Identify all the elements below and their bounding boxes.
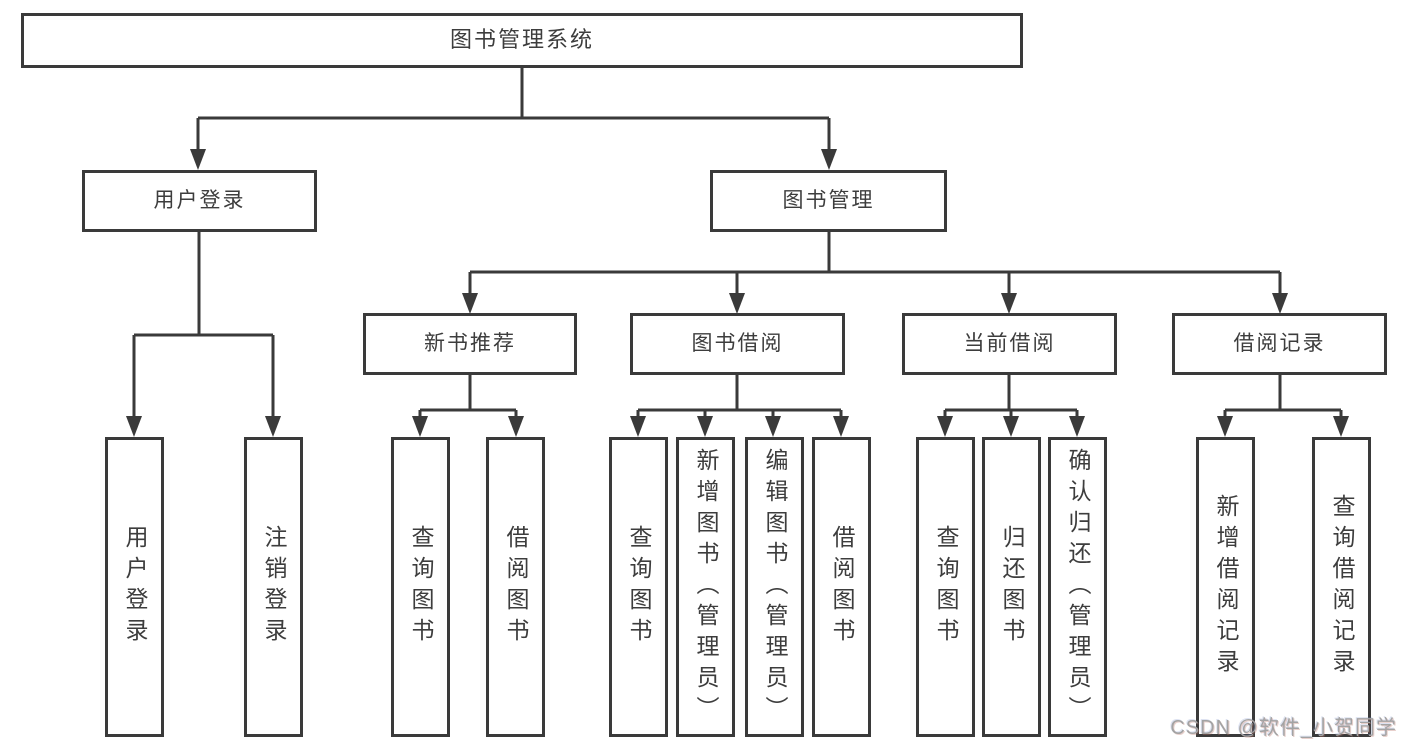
node-label: 用户登录	[153, 189, 246, 213]
node-borrow-records: 借阅记录	[1172, 313, 1387, 375]
leaf-label: 借阅图书	[503, 525, 529, 649]
leaf-label: 查询图书	[626, 525, 652, 649]
leaf-label: 归还图书	[999, 525, 1025, 649]
leaf-query-books-recommend: 查询图书	[391, 437, 450, 737]
leaf-logout: 注销登录	[244, 437, 303, 737]
node-label: 图书借阅	[691, 332, 784, 356]
leaf-label: 查询图书	[408, 525, 434, 649]
leaf-query-books-current: 查询图书	[916, 437, 975, 737]
node-book-management: 图书管理	[710, 170, 947, 232]
node-user-login: 用户登录	[82, 170, 317, 232]
leaf-label: 借阅图书	[829, 525, 855, 649]
leaf-label: 编辑图书（管理员）	[762, 447, 788, 727]
leaf-return-books: 归还图书	[982, 437, 1041, 737]
leaf-add-books-admin: 新增图书（管理员）	[676, 437, 735, 737]
node-book-borrow: 图书借阅	[630, 313, 845, 375]
leaf-confirm-return-admin: 确认归还（管理员）	[1048, 437, 1107, 737]
node-current-borrow: 当前借阅	[902, 313, 1117, 375]
leaf-add-borrow-record: 新增借阅记录	[1196, 437, 1255, 737]
leaf-borrow-books: 借阅图书	[812, 437, 871, 737]
node-label: 图书管理	[782, 189, 875, 213]
leaf-edit-books-admin: 编辑图书（管理员）	[745, 437, 804, 737]
leaf-label: 确认归还（管理员）	[1065, 447, 1091, 727]
leaf-user-login: 用户登录	[105, 437, 164, 737]
node-new-book-recommend: 新书推荐	[363, 313, 577, 375]
leaf-label: 新增借阅记录	[1213, 494, 1239, 680]
csdn-watermark: CSDN @软件_小贺同学	[1170, 717, 1397, 739]
leaf-query-borrow-record: 查询借阅记录	[1312, 437, 1371, 737]
leaf-label: 注销登录	[261, 525, 287, 649]
leaf-borrow-books-recommend: 借阅图书	[486, 437, 545, 737]
node-label: 当前借阅	[963, 332, 1056, 356]
leaf-query-books-borrow: 查询图书	[609, 437, 668, 737]
leaf-label: 查询图书	[933, 525, 959, 649]
node-label: 新书推荐	[424, 332, 516, 356]
leaf-label: 查询借阅记录	[1329, 494, 1355, 680]
node-label: 图书管理系统	[449, 27, 594, 53]
leaf-label: 新增图书（管理员）	[693, 447, 719, 727]
leaf-label: 用户登录	[122, 525, 148, 649]
node-label: 借阅记录	[1233, 332, 1326, 356]
node-library-management-system: 图书管理系统	[21, 13, 1023, 68]
